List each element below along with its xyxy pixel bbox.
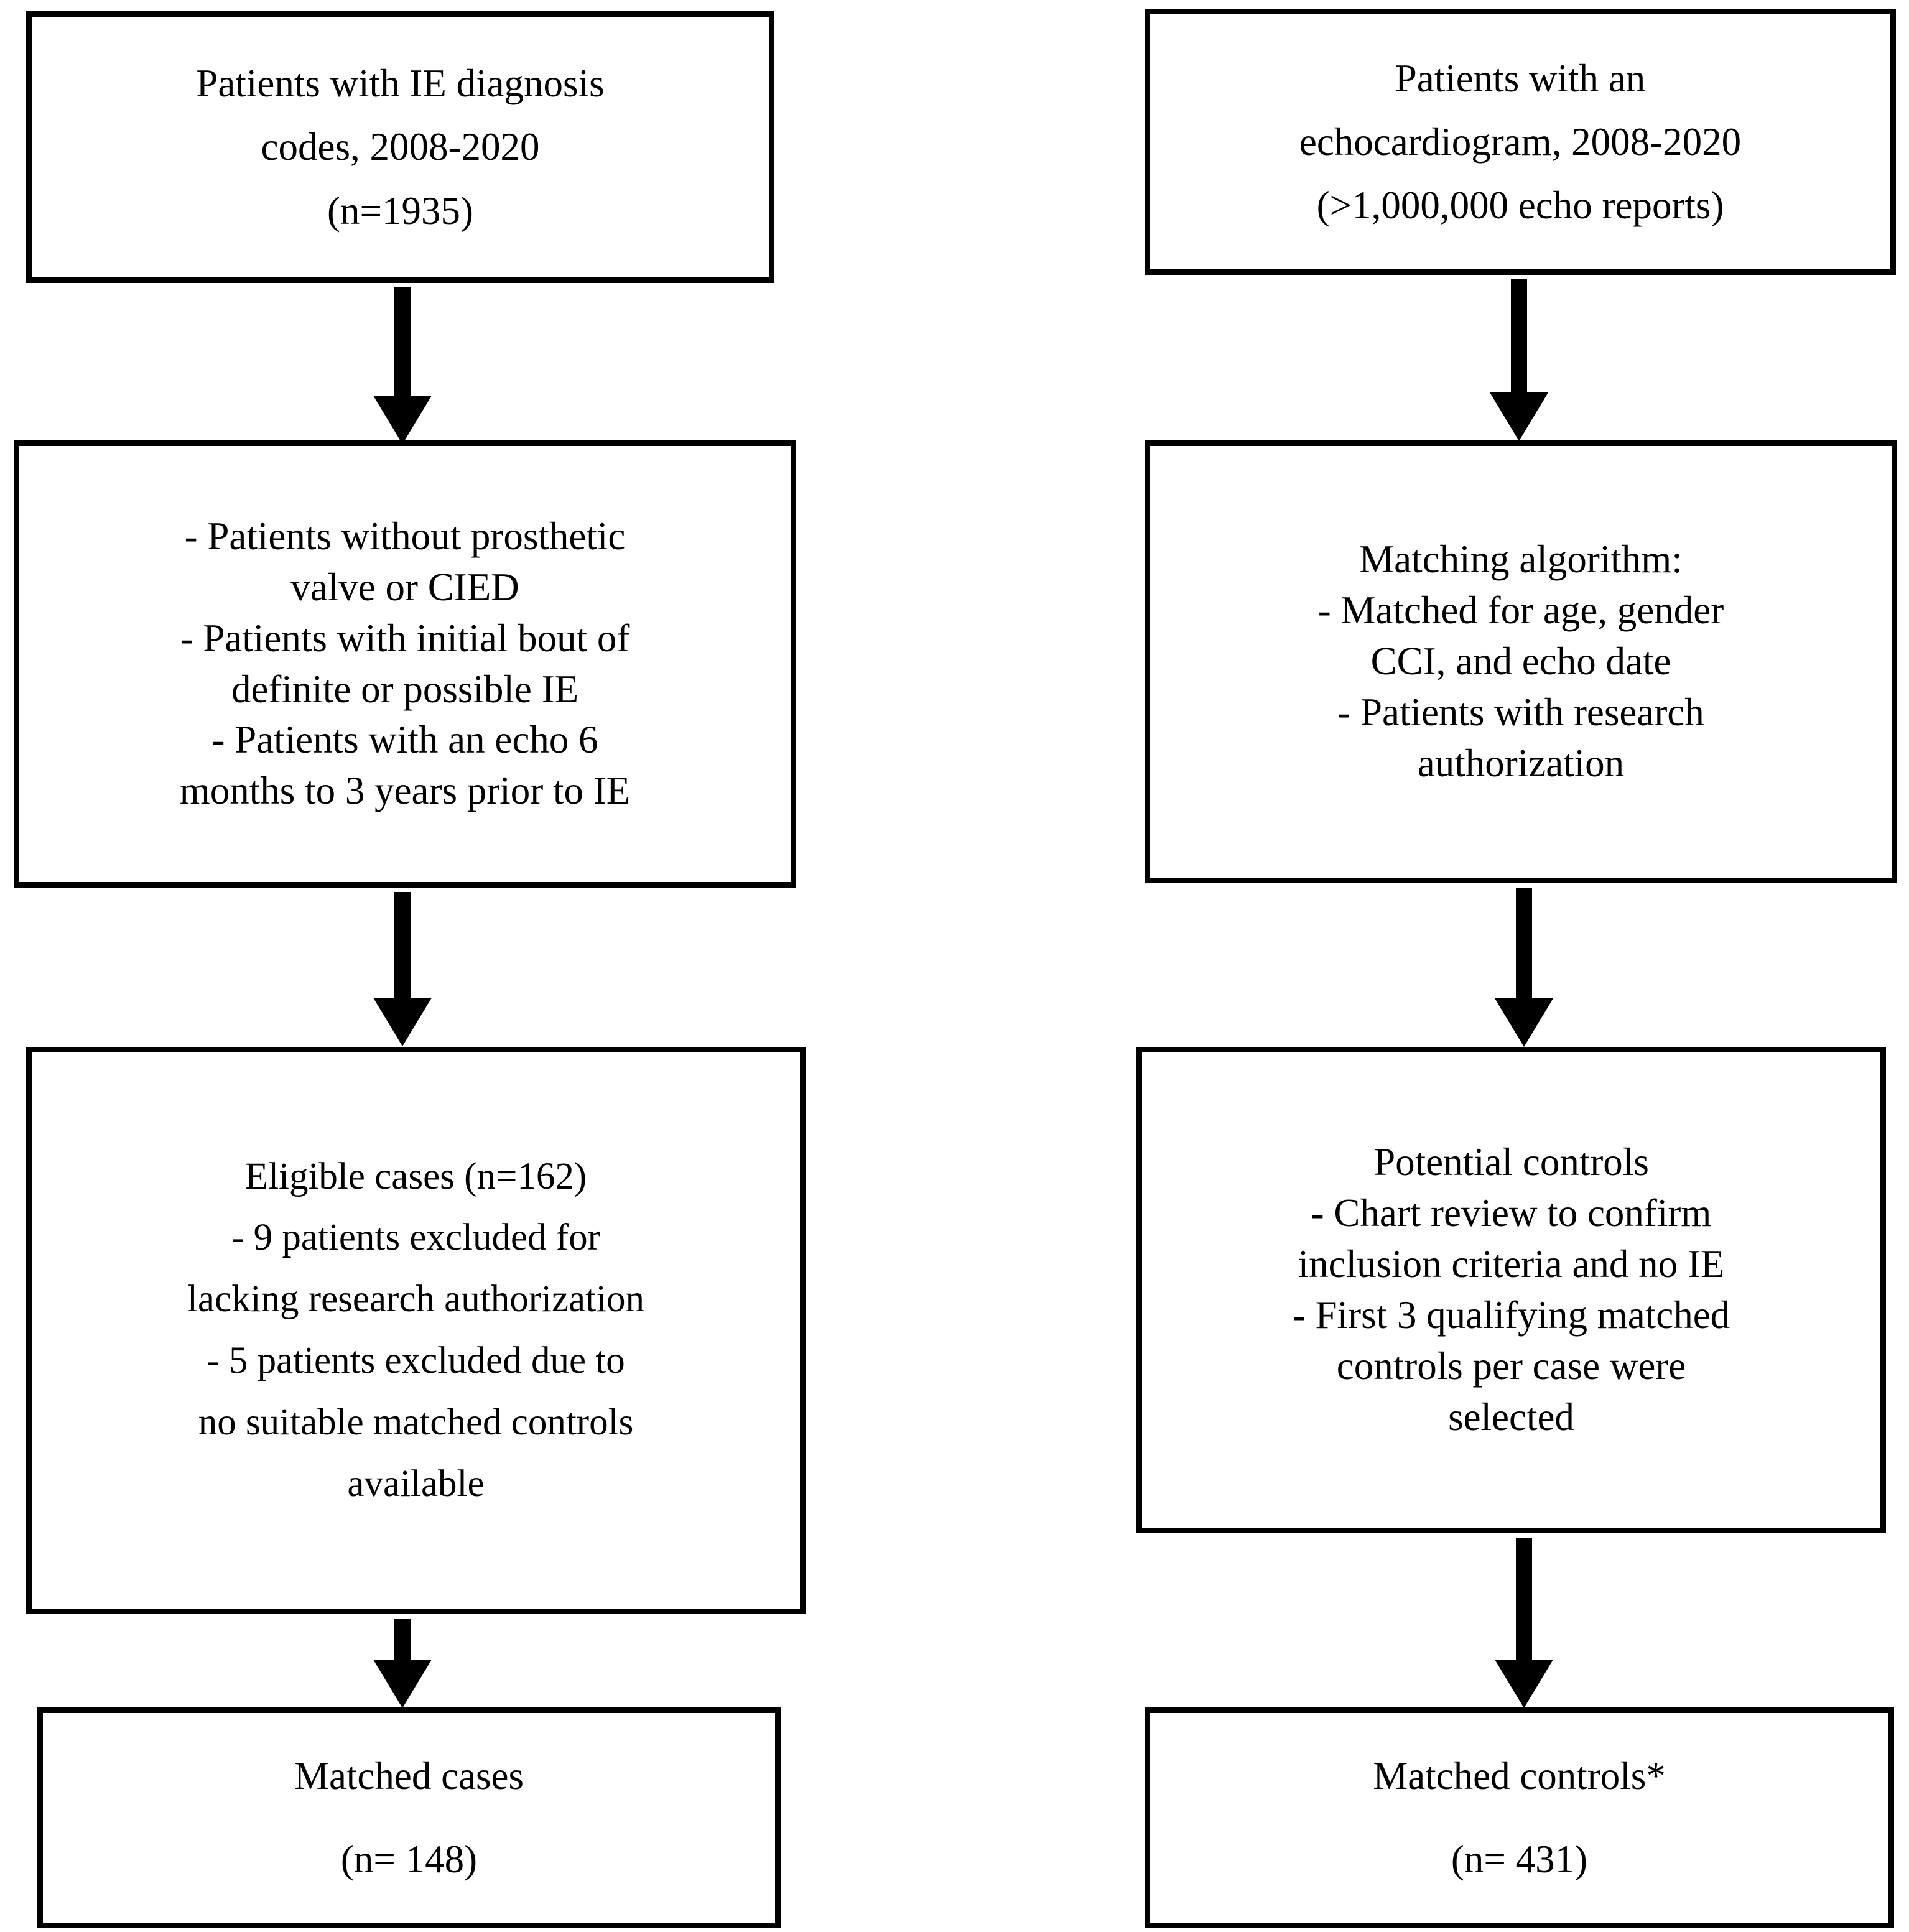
box-text-line: - Patients with an echo 6 — [211, 718, 598, 762]
arrow-shaft — [1516, 1538, 1532, 1660]
box-text-line: - Chart review to confirm — [1311, 1191, 1712, 1235]
arrow-shaft — [394, 1619, 411, 1660]
flow-box-echocardiogram-patients: Patients with an echocardiogram, 2008-20… — [1145, 9, 1896, 275]
box-text-line: - Patients with initial bout of — [180, 616, 630, 660]
arrow-shaft — [394, 287, 411, 396]
box-text-line: - 5 patients excluded due to — [207, 1340, 625, 1382]
box-text-line: Patients with IE diagnosis — [196, 62, 605, 106]
box-text-line: Eligible cases (n=162) — [244, 1155, 587, 1197]
arrow-shaft — [394, 892, 411, 998]
flow-box-potential-controls: Potential controls - Chart review to con… — [1136, 1047, 1886, 1533]
flow-box-ie-inclusion-criteria: - Patients without prosthetic valve or C… — [14, 440, 796, 888]
arrow-head — [1495, 1660, 1553, 1708]
box-text-line: lacking research authorization — [187, 1278, 645, 1321]
arrow-head — [373, 998, 432, 1046]
arrow-head — [373, 1660, 432, 1708]
box-text-line: - First 3 qualifying matched — [1292, 1293, 1730, 1337]
box-text-line: Matched controls* — [1373, 1753, 1666, 1798]
box-text-line: valve or CIED — [290, 565, 519, 609]
box-text-line: definite or possible IE — [231, 667, 579, 711]
flow-box-eligible-cases: Eligible cases (n=162) - 9 patients excl… — [26, 1047, 806, 1614]
box-text-line: (n= 431) — [1451, 1837, 1588, 1881]
box-text-line: controls per case were — [1336, 1344, 1686, 1388]
arrow-head — [373, 396, 432, 444]
arrow-shaft — [1511, 279, 1527, 392]
box-text-line: (n= 148) — [340, 1837, 478, 1881]
box-text-line: inclusion criteria and no IE — [1298, 1242, 1725, 1286]
box-text-line: Potential controls — [1373, 1140, 1649, 1184]
box-text-line: Patients with an — [1395, 56, 1646, 100]
box-text-line: - 9 patients excluded for — [231, 1217, 600, 1259]
box-text-line: (n=1935) — [327, 188, 473, 233]
box-text-line: CCI, and echo date — [1370, 639, 1671, 684]
arrow-shaft — [1516, 888, 1532, 998]
flow-box-matched-controls: Matched controls* (n= 431) — [1145, 1707, 1894, 1928]
arrow-head — [1495, 998, 1553, 1047]
box-text-line: Matching algorithm: — [1359, 537, 1683, 582]
box-text-line: no suitable matched controls — [198, 1401, 634, 1443]
box-text-line: - Patients without prosthetic — [184, 514, 626, 558]
box-text-line: - Patients with research — [1337, 690, 1704, 734]
box-text-line: authorization — [1417, 741, 1625, 785]
flow-box-matched-cases: Matched cases (n= 148) — [37, 1707, 781, 1928]
box-text-line: months to 3 years prior to IE — [179, 769, 631, 813]
box-text-line: Matched cases — [294, 1753, 524, 1798]
box-text-line: selected — [1448, 1395, 1574, 1439]
flow-box-matching-algorithm: Matching algorithm: - Matched for age, g… — [1145, 440, 1897, 883]
box-text-line: echocardiogram, 2008-2020 — [1299, 119, 1742, 164]
arrow-head — [1490, 392, 1548, 441]
box-text-line: available — [347, 1462, 485, 1505]
box-text-line: (>1,000,000 echo reports) — [1316, 183, 1724, 228]
flow-box-ie-diagnosis: Patients with IE diagnosis codes, 2008-2… — [26, 11, 774, 283]
box-text-line: codes, 2008-2020 — [261, 125, 540, 169]
box-text-line: - Matched for age, gender — [1317, 588, 1724, 633]
